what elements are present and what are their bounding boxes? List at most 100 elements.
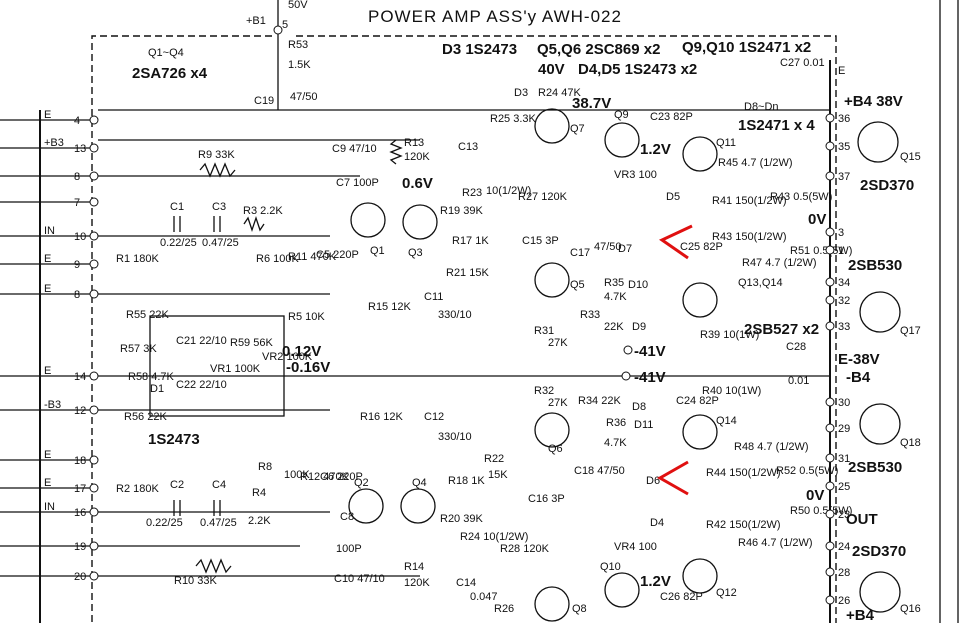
vm41a-label: -41V	[634, 343, 666, 360]
c28-value: 0.01	[788, 375, 809, 387]
q17-type: 2SB530	[848, 257, 902, 274]
test-point-41v-a	[623, 345, 633, 355]
v12b-label: 1.2V	[640, 573, 671, 590]
transistor-q2	[348, 488, 384, 524]
c23-label: C23 82P	[650, 111, 693, 123]
vr4-label: VR4 100	[614, 541, 657, 553]
left-pin-label: IN	[44, 225, 55, 237]
left-pin-number: 16	[74, 507, 86, 519]
r21-label: R21 15K	[446, 267, 489, 279]
q14-label: Q14	[716, 415, 737, 427]
r2-label: R2 180K	[116, 483, 159, 495]
r55-label: R55 22K	[126, 309, 169, 321]
r51-label: R51 0.5(5W)	[790, 245, 852, 257]
right-pin-number: 37	[838, 171, 850, 183]
q16-type: 2SD370	[852, 543, 906, 560]
c25-label: C25 82P	[680, 241, 723, 253]
pin-b1	[273, 25, 283, 35]
r27-label: R27 120K	[518, 191, 568, 203]
q18-label: Q18	[900, 437, 921, 449]
r35-value: 4.7K	[604, 291, 627, 303]
d10-label: D10	[628, 279, 648, 291]
r4-label: R4	[252, 487, 266, 499]
c1-value: 0.22/25	[160, 237, 197, 249]
e-top-label: E	[838, 65, 845, 77]
q16-label: Q16	[900, 603, 921, 615]
resistor-r9	[199, 162, 236, 178]
right-pin-35	[825, 141, 835, 151]
c12-label: C12	[424, 411, 444, 423]
q12-label: Q12	[716, 587, 737, 599]
c17-value: 47/50	[594, 241, 622, 253]
c26-label: C26 82P	[660, 591, 703, 603]
r1-label: R1 180K	[116, 253, 159, 265]
c19-label: C19	[254, 95, 274, 107]
c17-label: C17	[570, 247, 590, 259]
b1-pin: 5	[282, 19, 288, 31]
r14-value: 120K	[404, 577, 430, 589]
r15-label: R15 12K	[368, 301, 411, 313]
c8-value: 100P	[336, 543, 362, 555]
test-point-41v-b	[621, 371, 631, 381]
left-pin-label: E	[44, 365, 51, 377]
r24b-label: R24 10(1/2W)	[460, 531, 528, 543]
left-pin-label: E	[44, 283, 51, 295]
right-pin-number: 35	[838, 141, 850, 153]
q15-label: Q15	[900, 151, 921, 163]
transistor-q3	[402, 204, 438, 240]
left-pin-8	[89, 171, 99, 181]
right-pin-34	[825, 277, 835, 287]
d1-type: 1S2473	[148, 431, 200, 448]
r20-label: R20 39K	[440, 513, 483, 525]
transistor-q17	[859, 291, 901, 333]
r4-value: 2.2K	[248, 515, 271, 527]
left-pin-label: E	[44, 449, 51, 461]
right-pin-28	[825, 567, 835, 577]
right-pin-number: 31	[838, 453, 850, 465]
r36-label: R36	[606, 417, 626, 429]
transistor-q10	[604, 572, 640, 608]
zero-v-top: 0V	[808, 211, 826, 228]
d3-label: D3	[514, 87, 528, 99]
left-pin-9	[89, 259, 99, 269]
c2-label: C2	[170, 479, 184, 491]
b4-pos-label: +B4 38V	[844, 93, 903, 110]
q1-q4-type: 2SA726 x4	[132, 65, 208, 82]
r10-label: R10 33K	[174, 575, 217, 587]
left-pin-number: 4	[74, 115, 80, 127]
right-pin-number: 32	[838, 295, 850, 307]
right-pin-23	[825, 509, 835, 519]
left-pin-14	[89, 371, 99, 381]
left-pin-number: 8	[74, 171, 80, 183]
left-pin-7	[89, 197, 99, 207]
diagram-title: POWER AMP ASS'y AWH-022	[368, 7, 622, 26]
q13-q14-type: 2SB527 x2	[744, 321, 819, 338]
left-pin-number: 18	[74, 455, 86, 467]
transistor-q12	[682, 558, 718, 594]
board-outline-left	[91, 35, 272, 623]
q11-label: Q11	[716, 137, 736, 149]
r19-label: R19 39K	[440, 205, 483, 217]
left-pin-number: 20	[74, 571, 86, 583]
d1-label: D1	[150, 383, 164, 395]
b4-neg-sub: -B4	[846, 369, 871, 386]
b1-voltage: 50V	[288, 0, 308, 11]
d9-label: D9	[632, 321, 646, 333]
d3-type: D3 1S2473	[442, 41, 517, 58]
v40-label: 40V	[538, 61, 565, 78]
r25-label: R25 3.3K	[490, 113, 537, 125]
resistor-r3	[243, 215, 265, 233]
transistor-q9	[604, 122, 640, 158]
c6-label: C6 220P	[320, 471, 363, 483]
left-pin-number: 10	[74, 231, 86, 243]
transistor-q7	[534, 108, 570, 144]
left-pin-10	[89, 231, 99, 241]
v012-label: 0.12V	[282, 343, 321, 360]
d4-label: D4	[650, 517, 664, 529]
left-pin-number: 19	[74, 541, 86, 553]
d8-label: D8	[632, 401, 646, 413]
transistor-q13	[682, 282, 718, 318]
left-pin-16	[89, 507, 99, 517]
